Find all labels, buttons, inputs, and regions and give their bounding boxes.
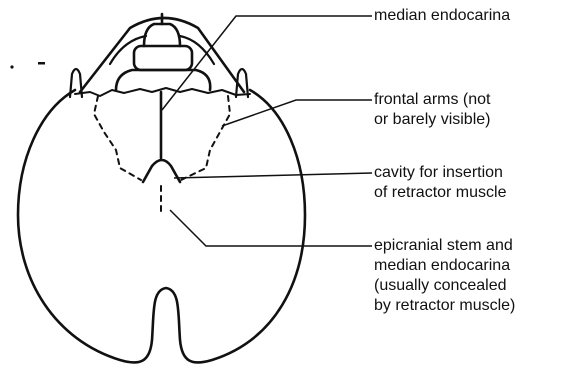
labrum-segment-3 <box>116 70 210 90</box>
label-epicranial-stem: epicranial stem and median endocarina (u… <box>374 236 515 316</box>
stray-dot <box>10 65 13 68</box>
labrum-segment-1 <box>144 24 180 46</box>
posterior-margin <box>75 88 250 96</box>
left-frontal-arm <box>94 96 141 180</box>
frame-inner-left <box>110 36 146 64</box>
anterior-frame <box>80 18 244 92</box>
label-cavity-retractor: cavity for insertion of retractor muscle <box>374 163 506 203</box>
leader-cavity <box>174 173 372 178</box>
label-frontal-arms: frontal arms (not or barely visible) <box>374 90 490 130</box>
stray-dash <box>38 62 45 65</box>
leader-epicranial-stem <box>170 210 372 246</box>
leader-median-endocarina <box>162 16 372 110</box>
right-frontal-arm <box>181 96 230 180</box>
labrum-segment-2 <box>134 46 192 70</box>
leader-frontal-arms <box>222 100 372 126</box>
label-median-endocarina: median endocarina <box>374 6 510 26</box>
